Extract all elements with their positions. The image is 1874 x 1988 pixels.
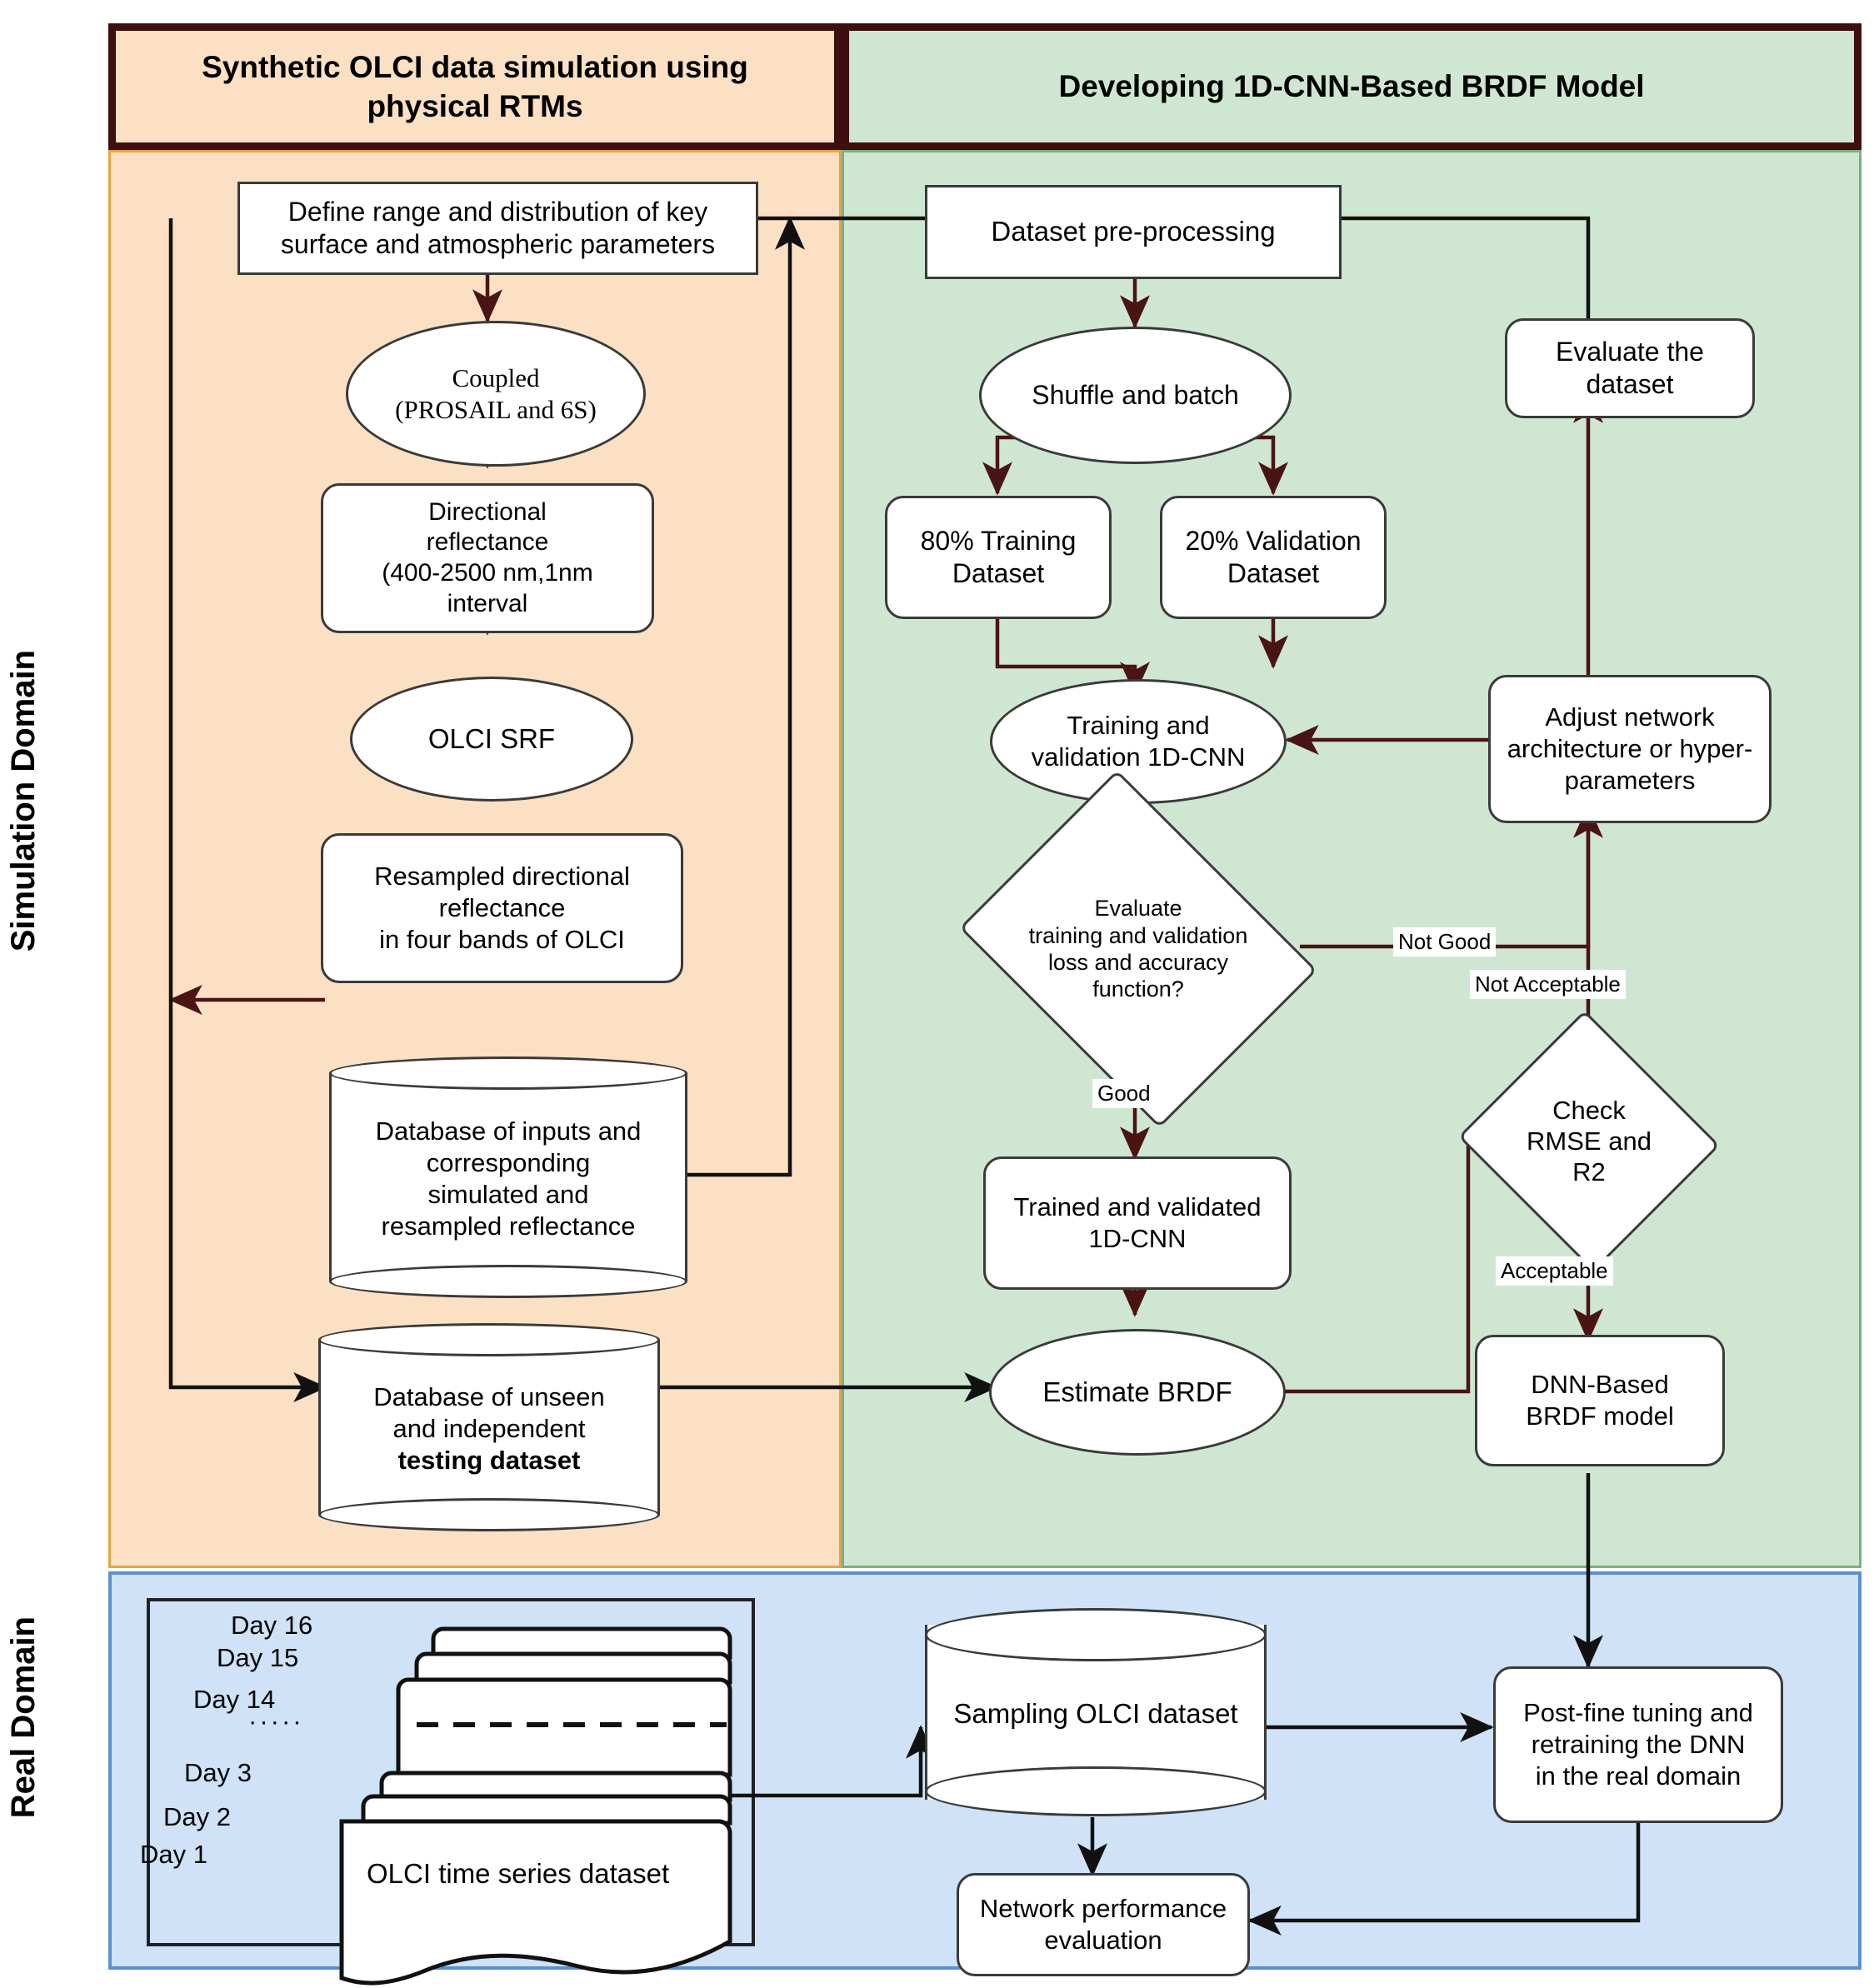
node-evaluate-decision: Evaluate training and validation loss an… [959, 770, 1317, 1128]
banner-simulation-title: Synthetic OLCI data simulation using phy… [108, 23, 842, 150]
node-olci-time-series-label: OLCI time series dataset [367, 1858, 670, 1889]
node-estimate-brdf: Estimate BRDF [989, 1329, 1286, 1456]
edge-label-not-good: Not Good [1393, 927, 1497, 957]
simulation-domain-label: Simulation Domain [5, 650, 42, 952]
node-database-testing-label: Database of unseen and independent testi… [318, 1343, 660, 1515]
node-define-parameters: Define range and distribution of key sur… [237, 182, 758, 275]
testing-line-3: testing dataset [397, 1445, 581, 1475]
node-coupled-rtm: Coupled (PROSAIL and 6S) [346, 321, 646, 467]
node-check-rmse-label: Check RMSE and R2 [1527, 1095, 1652, 1187]
day-ellipsis: ····· [248, 1706, 304, 1736]
day-label-3: Day 3 [184, 1758, 252, 1787]
day-label-1: Day 1 [140, 1840, 207, 1869]
node-database-inputs: Database of inputs and corresponding sim… [329, 1056, 687, 1298]
day-label-16: Day 16 [231, 1611, 313, 1640]
node-training-validation-cnn: Training and validation 1D-CNN [990, 679, 1287, 804]
node-dataset-preprocessing: Dataset pre-processing [925, 185, 1342, 279]
node-sampling-olci: Sampling OLCI dataset [925, 1608, 1267, 1816]
day-label-2: Day 2 [163, 1802, 231, 1831]
cylinder-bottom [329, 1265, 687, 1298]
cylinder-body [318, 1340, 660, 1515]
edge-label-good: Good [1092, 1079, 1156, 1108]
cylinder-bottom [318, 1498, 660, 1531]
node-adjust-network: Adjust network architecture or hyper- pa… [1488, 675, 1772, 823]
testing-line-1: Database of unseen [373, 1382, 605, 1412]
node-post-fine-tuning: Post-fine tuning and retraining the DNN … [1493, 1666, 1783, 1823]
cylinder-bottom [925, 1766, 1267, 1816]
real-domain-label: Real Domain [5, 1616, 42, 1819]
node-training-dataset: 80% Training Dataset [885, 496, 1112, 619]
node-evaluate-decision-label: Evaluate training and validation loss an… [1028, 896, 1248, 1002]
node-trained-validated-cnn: Trained and validated 1D-CNN [983, 1156, 1292, 1290]
node-evaluate-dataset: Evaluate the dataset [1505, 318, 1755, 418]
node-directional-reflectance: Directional reflectance (400-2500 nm,1nm… [321, 483, 654, 633]
cylinder-top [925, 1608, 1267, 1661]
node-resampled-reflectance: Resampled directional reflectance in fou… [321, 833, 683, 983]
node-check-rmse: Check RMSE and R2 [1457, 1010, 1721, 1272]
node-network-performance: Network performance evaluation [957, 1873, 1250, 1976]
node-database-testing: Database of unseen and independent testi… [318, 1323, 660, 1531]
edge-label-not-acceptable: Not Acceptable [1470, 970, 1626, 999]
cylinder-top [318, 1323, 660, 1356]
day-label-14: Day 14 [193, 1685, 276, 1714]
node-sampling-olci-label: Sampling OLCI dataset [953, 1697, 1238, 1729]
banner-development-title: Developing 1D-CNN-Based BRDF Model [842, 23, 1862, 150]
edge-label-acceptable: Acceptable [1496, 1256, 1613, 1286]
testing-line-2: and independent [392, 1414, 586, 1444]
node-shuffle-batch: Shuffle and batch [979, 327, 1292, 464]
node-database-inputs-label: Database of inputs and corresponding sim… [375, 1116, 642, 1241]
day-label-15: Day 15 [217, 1643, 299, 1672]
node-olci-srf: OLCI SRF [350, 677, 633, 802]
node-dnn-brdf-model: DNN-Based BRDF model [1475, 1335, 1725, 1466]
node-validation-dataset: 20% Validation Dataset [1160, 496, 1387, 619]
